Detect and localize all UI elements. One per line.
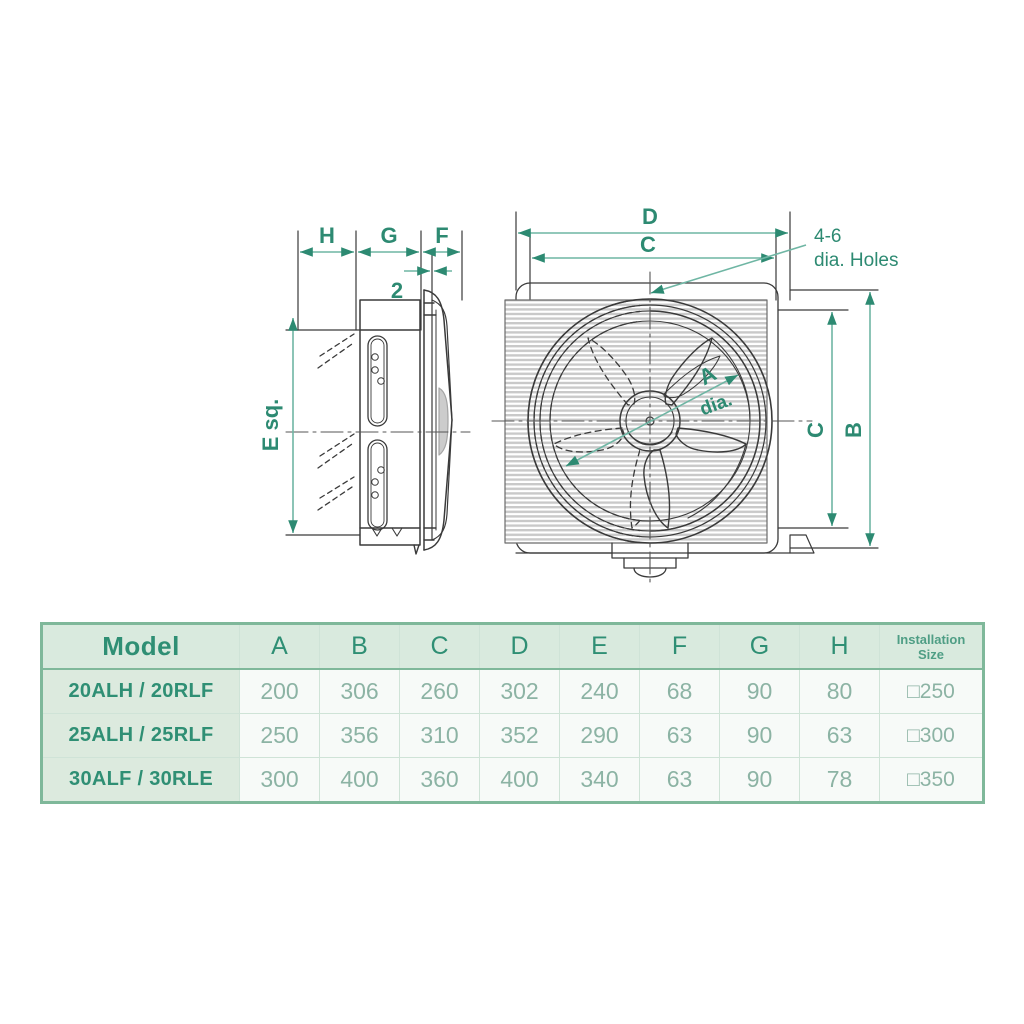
- cell-model: 30ALF / 30RLE: [41, 757, 240, 803]
- table-header-row: Model A B C D E F G H Installation Size: [41, 623, 984, 670]
- dim-label-2: 2: [391, 278, 403, 303]
- header-installation-line1: Installation: [896, 631, 966, 647]
- cell-installation-size: □250: [879, 668, 984, 714]
- cell-f: 63: [639, 713, 720, 758]
- cell-f: 68: [639, 668, 720, 714]
- table-row: 20ALH / 20RLF 200 306 260 302 240 68 90 …: [41, 668, 984, 714]
- cell-b: 356: [319, 713, 400, 758]
- cell-a: 250: [239, 713, 320, 758]
- cell-installation-size: □300: [879, 713, 984, 758]
- header-model: Model: [41, 623, 240, 670]
- cell-g: 90: [719, 668, 800, 714]
- header-f: F: [639, 623, 720, 670]
- cell-d: 400: [479, 757, 560, 803]
- dim-label-b: B: [841, 422, 866, 438]
- cell-g: 90: [719, 713, 800, 758]
- cell-b: 400: [319, 757, 400, 803]
- dim-label-f: F: [435, 223, 448, 248]
- header-g: G: [719, 623, 800, 670]
- dim-label-c-top: C: [640, 232, 656, 257]
- cell-model: 20ALH / 20RLF: [41, 668, 240, 714]
- cell-installation-size: □350: [879, 757, 984, 803]
- technical-drawing: H G F 2 D C C B E sq. A dia. 4-6 dia. Ho…: [258, 204, 899, 586]
- cell-e: 240: [559, 668, 640, 714]
- cell-e: 340: [559, 757, 640, 803]
- cell-c: 360: [399, 757, 480, 803]
- table-row: 30ALF / 30RLE 300 400 360 400 340 63 90 …: [41, 757, 984, 803]
- dim-label-e-sq: E sq.: [258, 399, 283, 452]
- cell-a: 200: [239, 668, 320, 714]
- header-a: A: [239, 623, 320, 670]
- cell-d: 302: [479, 668, 560, 714]
- cell-model: 25ALH / 25RLF: [41, 713, 240, 758]
- header-e: E: [559, 623, 640, 670]
- dim-label-c-right: C: [803, 422, 828, 438]
- header-b: B: [319, 623, 400, 670]
- cell-c: 260: [399, 668, 480, 714]
- cell-h: 80: [799, 668, 880, 714]
- cell-h: 63: [799, 713, 880, 758]
- cell-d: 352: [479, 713, 560, 758]
- cell-e: 290: [559, 713, 640, 758]
- holes-label-line2: dia. Holes: [814, 250, 899, 271]
- specification-table-container: Model A B C D E F G H Installation Size: [40, 622, 985, 804]
- dim-label-g: G: [380, 223, 397, 248]
- cell-f: 63: [639, 757, 720, 803]
- cell-g: 90: [719, 757, 800, 803]
- cell-h: 78: [799, 757, 880, 803]
- table-body: 20ALH / 20RLF 200 306 260 302 240 68 90 …: [41, 668, 984, 803]
- header-installation-line2: Size: [917, 646, 944, 662]
- dim-label-h: H: [319, 223, 335, 248]
- header-h: H: [799, 623, 880, 670]
- header-c: C: [399, 623, 480, 670]
- cell-b: 306: [319, 668, 400, 714]
- dim-label-d: D: [642, 204, 658, 229]
- specification-table: Model A B C D E F G H Installation Size: [40, 622, 985, 804]
- cell-c: 310: [399, 713, 480, 758]
- cell-a: 300: [239, 757, 320, 803]
- holes-label-line1: 4-6: [814, 226, 841, 247]
- header-d: D: [479, 623, 560, 670]
- table-row: 25ALH / 25RLF 250 356 310 352 290 63 90 …: [41, 713, 984, 758]
- header-installation-size: Installation Size: [879, 623, 984, 670]
